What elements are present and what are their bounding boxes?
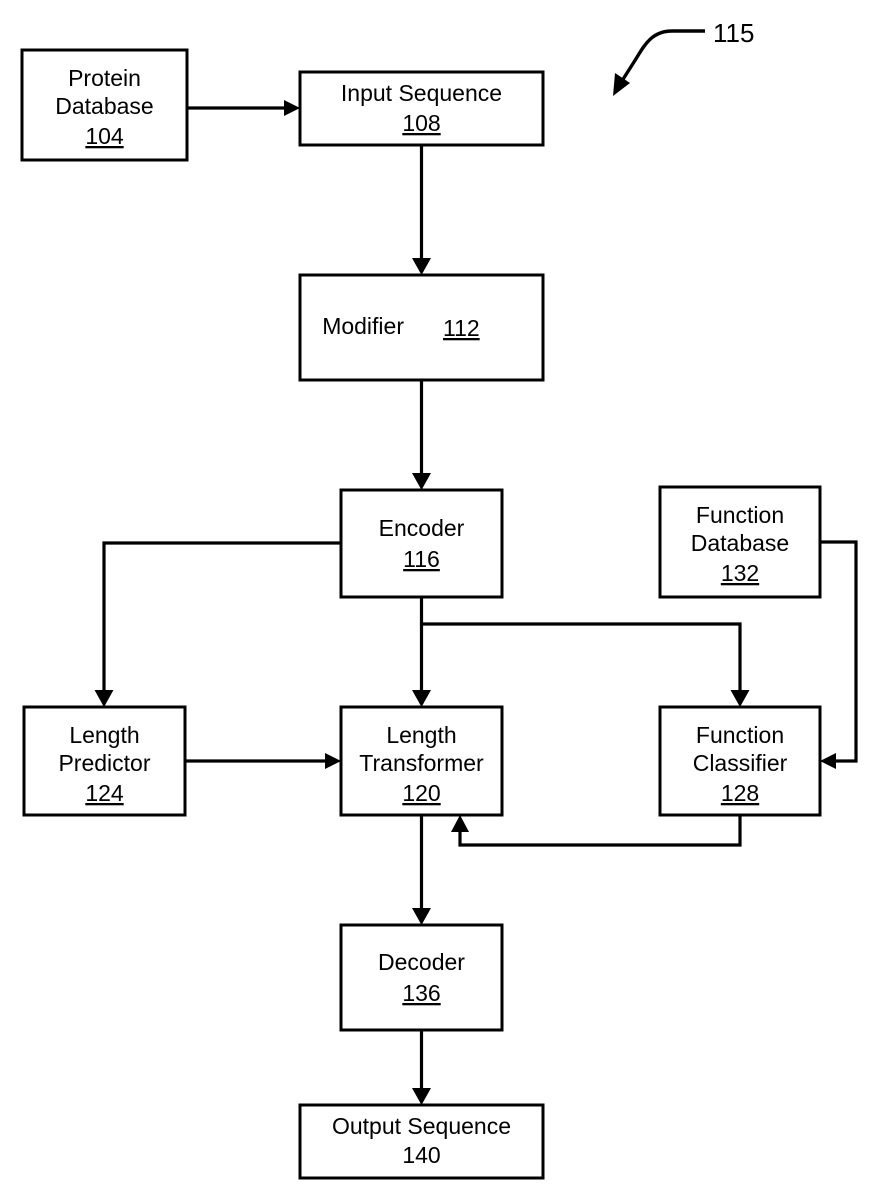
connector-length-predictor-to-length-transformer: [185, 753, 341, 769]
node-protein-database-line-2: Database: [55, 93, 153, 119]
node-modifier[interactable]: Modifier 112: [298, 273, 545, 382]
node-function-classifier-line-1: Function: [696, 722, 784, 748]
node-length-predictor-ref: 124: [85, 780, 124, 806]
node-input-sequence-line-1: Input Sequence: [341, 80, 502, 106]
node-decoder-line-1: Decoder: [378, 949, 465, 975]
node-function-classifier[interactable]: Function Classifier 128: [658, 705, 822, 817]
node-length-transformer-line-2: Transformer: [359, 750, 484, 776]
connector-modifier-to-encoder: [412, 380, 431, 490]
connector-protein-database-to-input-sequence: [187, 100, 300, 116]
node-function-database-line-2: Database: [691, 530, 789, 556]
node-encoder[interactable]: Encoder 116: [339, 488, 504, 599]
node-length-transformer-ref: 120: [402, 780, 440, 806]
node-protein-database-line-1: Protein: [68, 65, 141, 91]
connector-encoder-to-length-transformer: [412, 597, 431, 707]
node-protein-database[interactable]: Protein Database 104: [20, 48, 189, 162]
node-decoder[interactable]: Decoder 136: [339, 923, 504, 1032]
node-output-sequence[interactable]: Output Sequence 140: [298, 1103, 545, 1180]
node-function-classifier-ref: 128: [721, 780, 759, 806]
node-encoder-ref: 116: [403, 546, 440, 572]
node-length-transformer[interactable]: Length Transformer 120: [339, 705, 504, 817]
connector-length-transformer-to-decoder: [412, 815, 431, 925]
node-length-predictor-line-1: Length: [69, 722, 139, 748]
connector-encoder-to-function-classifier: [421, 622, 750, 707]
node-protein-database-ref: 104: [85, 123, 124, 149]
node-modifier-ref: 112: [443, 315, 480, 341]
node-encoder-line-1: Encoder: [379, 515, 465, 541]
connector-function-classifier-to-length-transformer: [451, 815, 742, 847]
node-function-classifier-line-2: Classifier: [693, 750, 788, 776]
node-function-database[interactable]: Function Database 132: [658, 485, 822, 599]
connector-function-database-to-function-classifier: [820, 540, 858, 769]
node-modifier-label: Modifier: [322, 313, 404, 339]
node-length-transformer-line-1: Length: [386, 722, 456, 748]
node-input-sequence[interactable]: Input Sequence 108: [298, 70, 545, 147]
node-function-database-ref: 132: [721, 560, 759, 586]
node-function-database-line-1: Function: [696, 502, 784, 528]
connector-encoder-to-length-predictor: [94, 541, 341, 707]
connector-input-sequence-to-modifier: [412, 145, 431, 275]
figure-label-leader-arrow: [613, 29, 705, 96]
connector-decoder-to-output-sequence: [412, 1030, 431, 1105]
node-output-sequence-ref: 140: [402, 1142, 440, 1168]
node-input-sequence-ref: 108: [402, 110, 440, 136]
node-length-predictor-line-2: Predictor: [58, 750, 150, 776]
node-output-sequence-line-1: Output Sequence: [332, 1113, 511, 1139]
node-decoder-ref: 136: [402, 980, 440, 1006]
node-length-predictor[interactable]: Length Predictor 124: [22, 705, 187, 817]
figure-label-115: 115: [713, 18, 754, 48]
